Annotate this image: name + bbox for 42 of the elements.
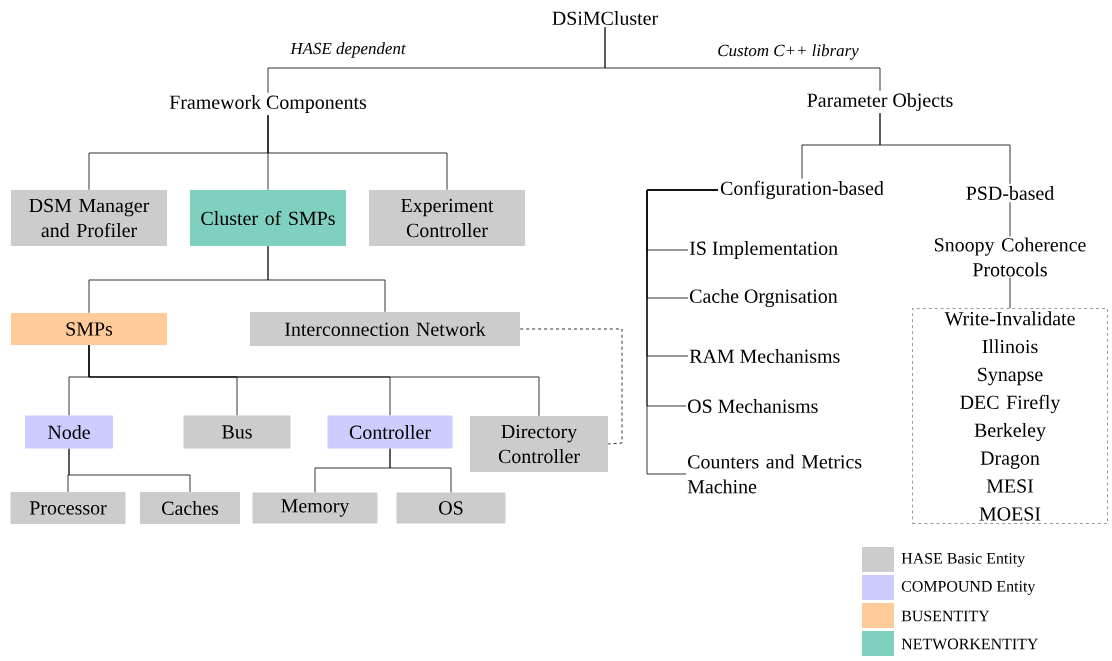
entity-box: Caches [140,492,240,524]
connector [267,245,386,313]
legend-label: COMPOUND Entity [901,581,1036,595]
entity-box: Directory Controller [470,416,608,472]
entity-box: DSM Manager and Profiler [11,190,167,246]
edge-label: Custom C++ library [718,44,859,60]
parameter-label: RAM Mechanisms [689,349,840,363]
connector [389,448,452,493]
connector [267,114,448,191]
category-label: PSD-based [966,186,1055,200]
connector [68,448,191,493]
connector [1009,277,1011,309]
connector [88,344,540,417]
connector [604,26,881,92]
connector [519,328,623,445]
category-label: Configuration-based [720,180,884,200]
entity-box: Controller [327,415,453,449]
parameter-label: Cache Orgnisation [690,288,838,308]
parameter-label: Counters and Metrics Machine [687,454,862,494]
connector [879,112,1011,185]
legend-label: BUSENTITY [901,610,990,622]
entity-box: Bus [183,415,291,449]
entity-box: Experiment Controller [369,190,525,246]
parameter-label: OS Mechanisms [688,399,818,413]
entity-box: SMPs [11,313,167,345]
entity-box: Processor [10,492,126,524]
category-label: Parameter Objects [807,92,953,111]
entity-box: Interconnection Network [250,312,520,346]
entity-box: Memory [252,492,378,524]
connector [1009,201,1011,237]
legend-label: HASE Basic Entity [901,553,1026,567]
entity-box: Cluster of SMPs [190,190,346,246]
legend-label: NETWORKENTITY [901,638,1039,650]
entity-box: Node [25,415,113,449]
protocol-list-box: Write-Invalidate Illinois Synapse DEC Firefly Berkeley Dragon MESI MOESI [912,308,1108,524]
edge-label: HASE dependent [290,42,406,58]
connector [646,189,719,475]
category-label: Framework Components [169,94,367,113]
category-label: Snoopy Coherence Protocols [934,237,1086,277]
entity-box: OS [396,492,506,524]
root-label: DSiMCluster [552,11,658,25]
parameter-label: IS Implementation [689,240,838,259]
